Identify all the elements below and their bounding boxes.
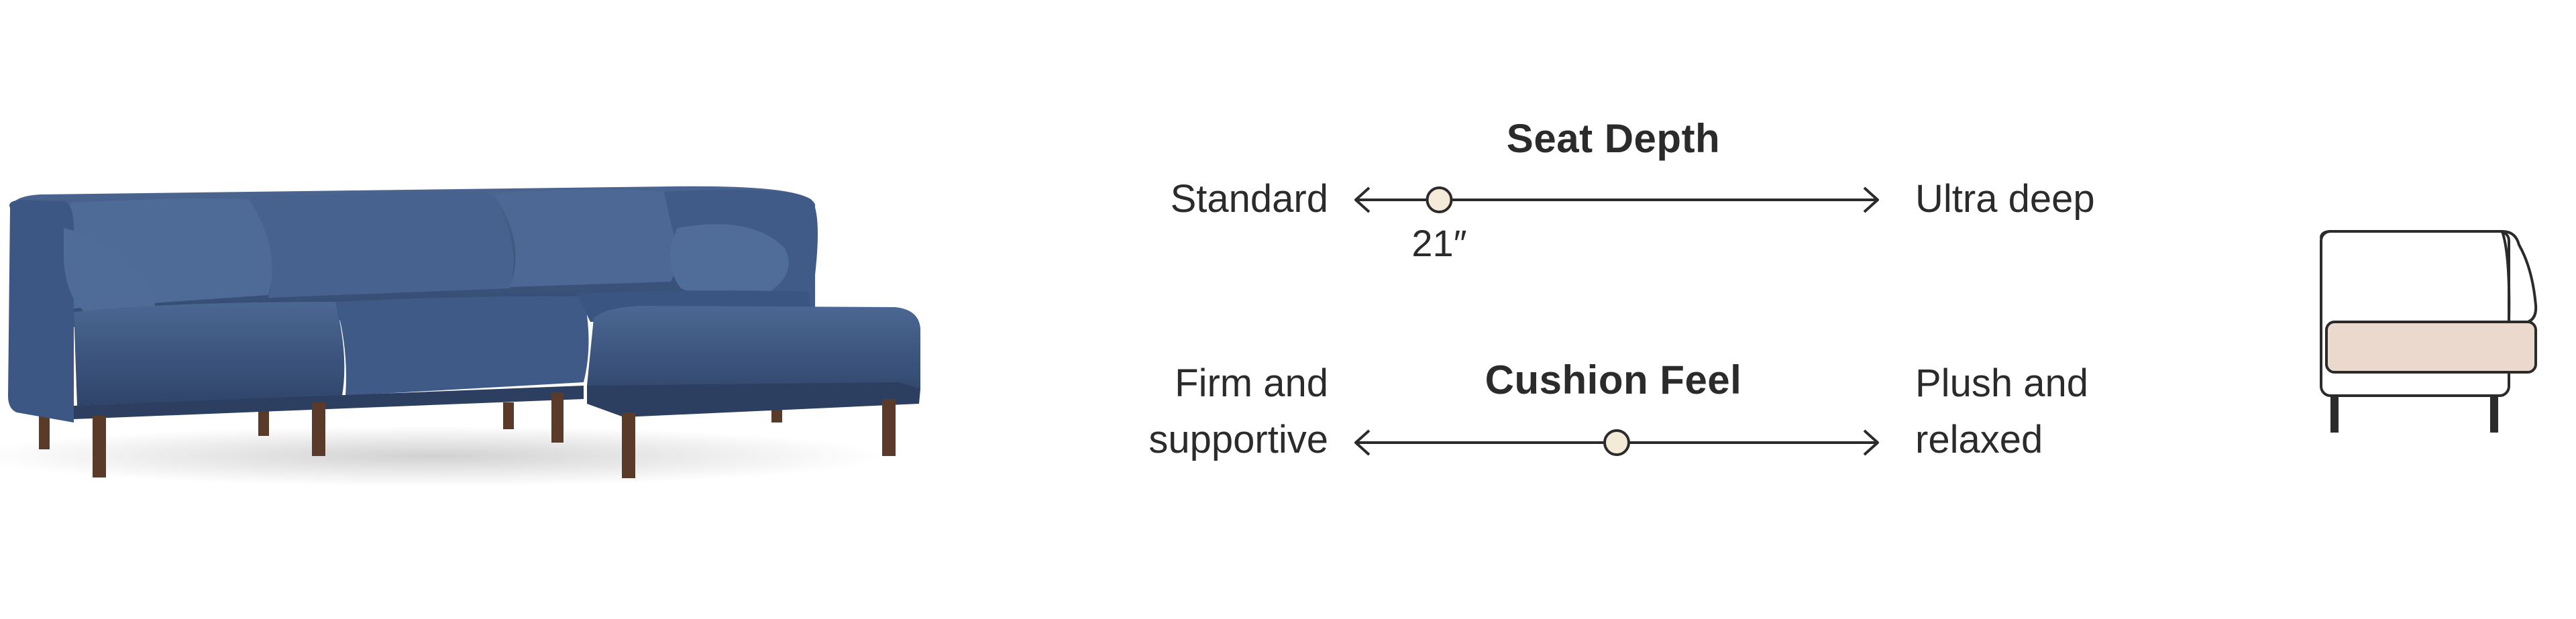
seat-depth-value: 21″ [1411, 222, 1467, 264]
cushion-feel-slider-handle[interactable] [1603, 429, 1630, 456]
sofa-leg [882, 399, 896, 456]
arrow-left-icon [1354, 186, 1371, 213]
sofa-leg [622, 412, 635, 478]
sofa-leg [503, 402, 514, 429]
seat-depth-slider[interactable] [1352, 180, 1882, 220]
sofa-leg [39, 409, 50, 449]
cushion-feel-slider[interactable] [1352, 423, 1882, 463]
arrow-right-icon [1863, 186, 1879, 213]
seat-depth-title: Seat Depth [1506, 116, 1721, 161]
sofa-leg [93, 416, 106, 477]
sofa-leg [312, 402, 325, 456]
seat-depth-right-label: Ultra deep [1915, 177, 2095, 221]
cushion-feel-left-label-line2: supportive [1148, 418, 1328, 461]
cushion-feel-left-label: Firm and supportive [1073, 355, 1328, 468]
profile-cushion [2325, 321, 2537, 374]
cushion-feel-right-label-line1: Plush and [1915, 361, 2088, 405]
cushion-feel-title: Cushion Feel [1485, 357, 1742, 402]
arrow-left-icon [1354, 429, 1371, 456]
sofa-leg [258, 409, 269, 436]
profile-leg [2490, 396, 2498, 433]
cushion-feel-right-label: Plush and relaxed [1915, 355, 2088, 468]
arrow-right-icon [1863, 429, 1879, 456]
profile-leg [2330, 396, 2339, 433]
sofa-product-image [0, 186, 920, 486]
sofa-leg [551, 392, 564, 443]
seat-depth-left-label: Standard [1170, 177, 1328, 221]
cushion-feel-right-label-line2: relaxed [1915, 418, 2043, 461]
seat-depth-slider-handle[interactable] [1426, 186, 1453, 213]
seat-depth-profile-icon [2320, 230, 2538, 433]
cushion-feel-left-label-line1: Firm and [1175, 361, 1328, 405]
